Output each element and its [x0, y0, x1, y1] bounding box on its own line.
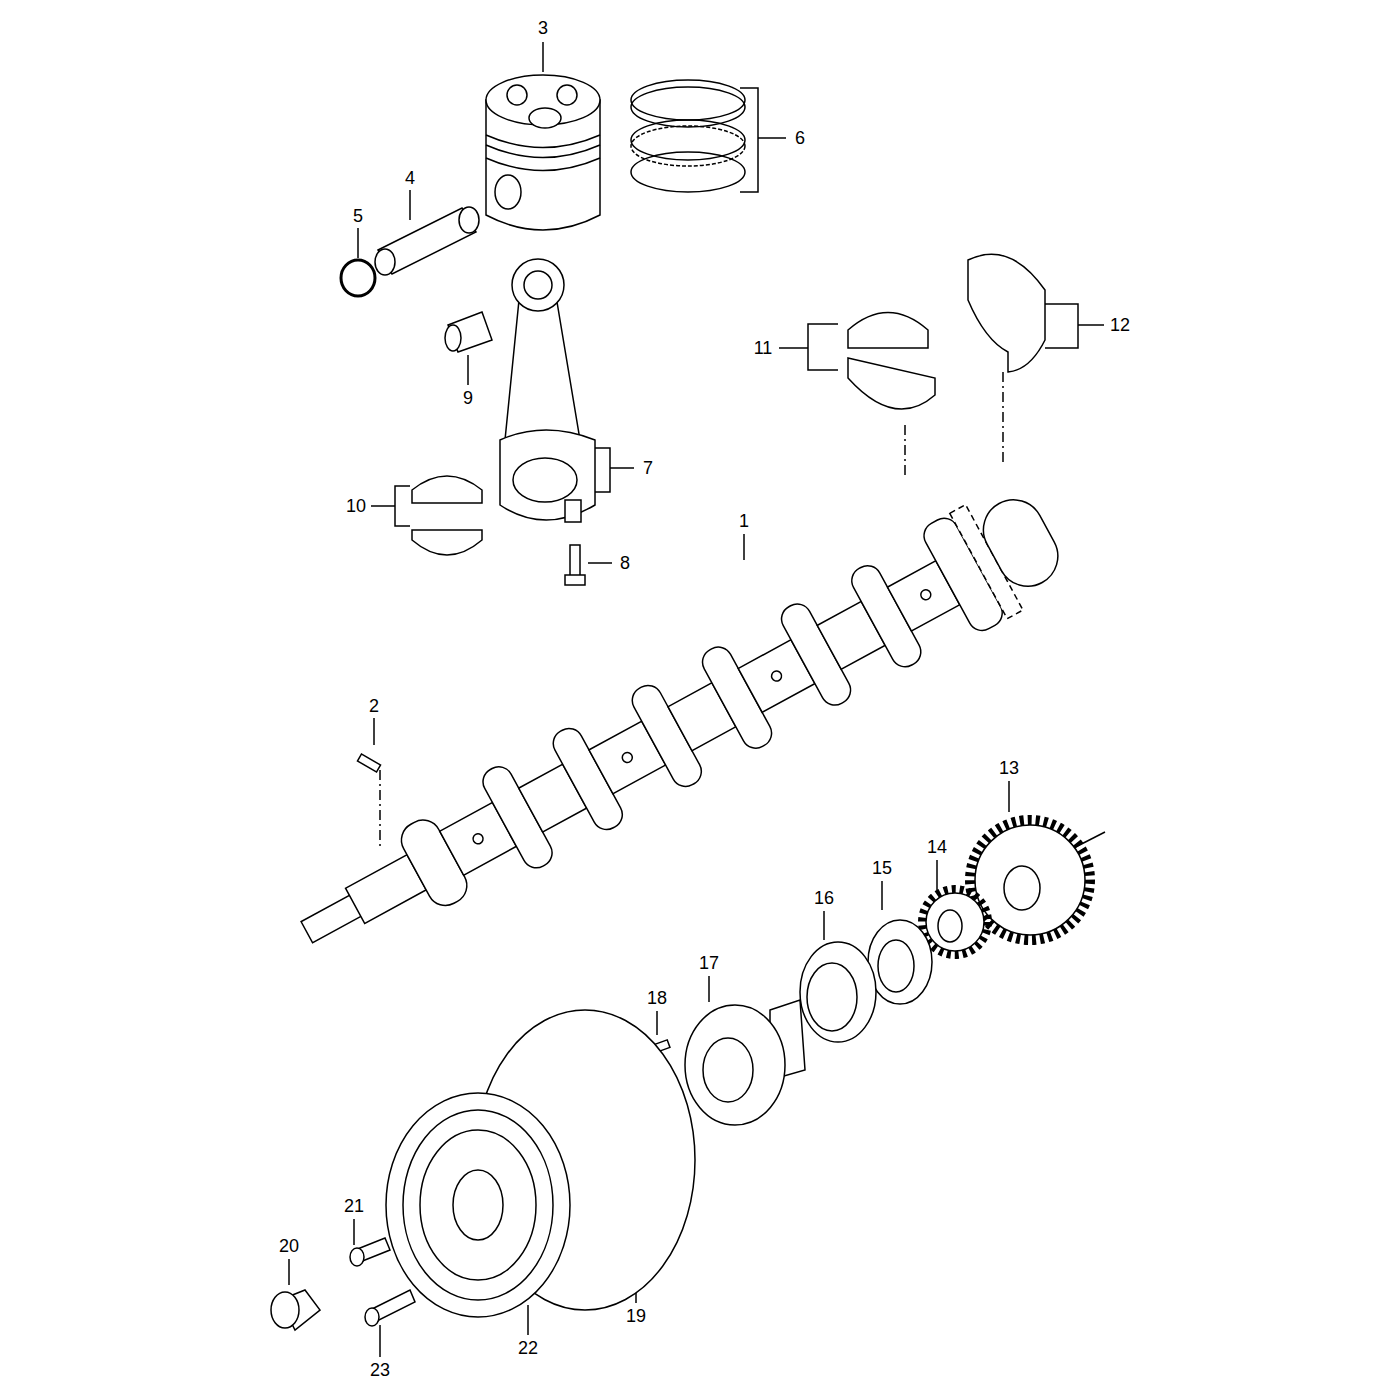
- bolt: [565, 545, 585, 585]
- gear-teeth: [922, 889, 988, 955]
- pulley-bore: [453, 1170, 503, 1240]
- callout-number: 16: [812, 888, 836, 908]
- callout-number: 19: [624, 1306, 648, 1326]
- washer: [868, 920, 932, 1004]
- callout-number: 8: [618, 553, 632, 573]
- callout-number: 23: [368, 1360, 392, 1380]
- callout-number: 17: [697, 953, 721, 973]
- callout-number: 15: [870, 858, 894, 878]
- crankshaft: [278, 476, 1076, 985]
- callout-number: 5: [351, 206, 365, 226]
- hub: [685, 1005, 785, 1125]
- washer-bore: [878, 940, 914, 992]
- callout-number: 3: [536, 18, 550, 38]
- piston: [486, 75, 600, 230]
- callout-number: 10: [344, 496, 368, 516]
- callout-number: 7: [641, 458, 655, 478]
- hub-bore: [703, 1038, 753, 1102]
- piston-pin: [375, 207, 479, 275]
- callout-number: 6: [793, 128, 807, 148]
- circlip: [341, 260, 375, 296]
- key: [357, 754, 380, 772]
- gear: [926, 893, 984, 951]
- callout-number: 20: [277, 1236, 301, 1256]
- seal-bore: [807, 963, 857, 1031]
- callout-number: 4: [403, 168, 417, 188]
- callout-number: 18: [645, 988, 669, 1008]
- callout-number: 13: [997, 758, 1021, 778]
- nut: [271, 1290, 320, 1330]
- leader-lines: [289, 42, 1105, 1357]
- pulley: [386, 1093, 570, 1317]
- bearing-shells: [412, 313, 935, 556]
- seal: [800, 942, 876, 1042]
- pulley-groove: [420, 1130, 536, 1280]
- callout-number: 12: [1108, 315, 1132, 335]
- thrust-washer: [968, 254, 1045, 372]
- callout-number: 21: [342, 1196, 366, 1216]
- callout-number: 9: [461, 388, 475, 408]
- pulley-groove: [403, 1110, 553, 1300]
- callout-number: 14: [925, 837, 949, 857]
- piston-rings: [631, 80, 745, 192]
- connecting-rod: [500, 259, 595, 522]
- callout-number: 1: [737, 511, 751, 531]
- bolt: [350, 1238, 415, 1326]
- gear-bore: [1004, 866, 1040, 910]
- bushing: [445, 312, 492, 352]
- callout-number: 2: [367, 696, 381, 716]
- callout-number: 11: [752, 338, 775, 358]
- gear-bore: [938, 910, 962, 942]
- callout-number: 22: [516, 1338, 540, 1358]
